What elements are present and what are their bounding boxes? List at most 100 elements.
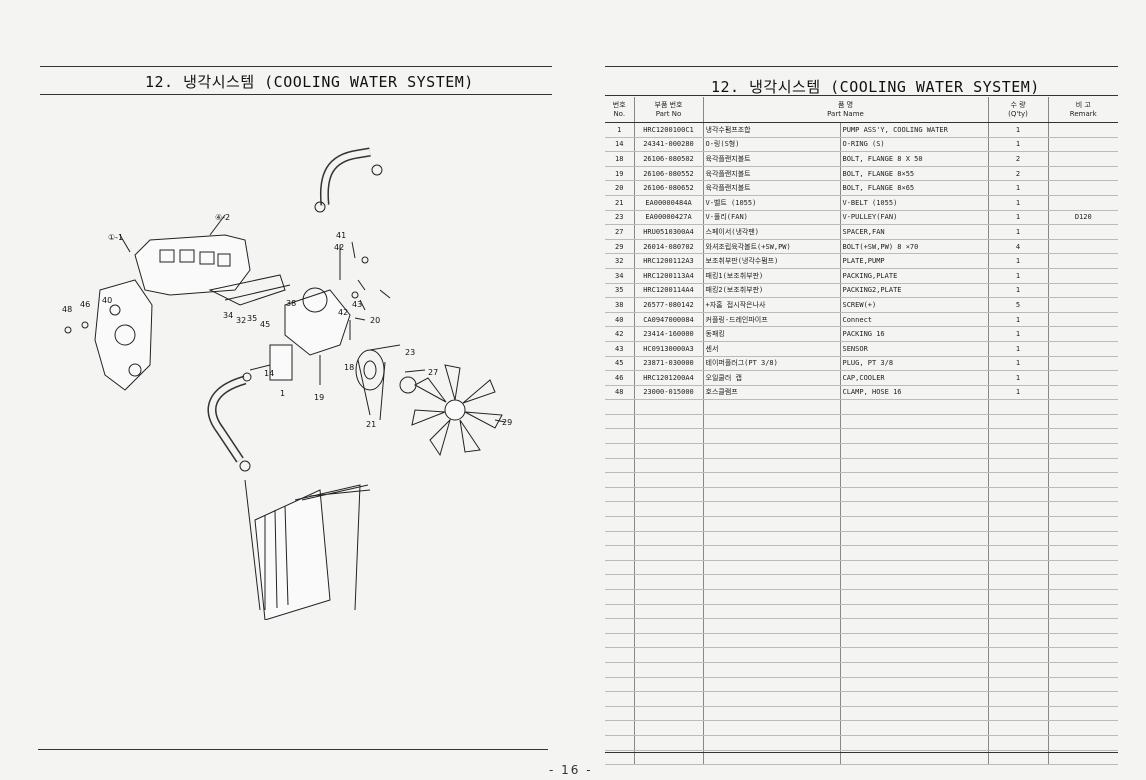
- cell-name-ko: 패킹2(보조취부판): [702, 283, 840, 299]
- empty-table-row: [605, 706, 1118, 722]
- cell-no: 29: [605, 239, 634, 255]
- svg-text:46: 46: [80, 300, 90, 309]
- cell-name-en: SENSOR: [839, 341, 988, 357]
- top-rule: [605, 66, 1118, 67]
- hose-clamp: [371, 164, 383, 176]
- svg-text:①-1: ①-1: [108, 233, 123, 242]
- right-page: 12. 냉각시스템 (COOLING WATER SYSTEM): [573, 0, 1146, 780]
- cell-qty: 1: [987, 283, 1048, 299]
- cell-name-en: V-PULLEY(FAN): [839, 210, 988, 226]
- radiator: [244, 479, 371, 620]
- cell-no: 14: [605, 137, 634, 153]
- empty-table-row: [605, 414, 1118, 430]
- empty-table-row: [605, 428, 1118, 445]
- hose-clamp-small: [81, 321, 89, 329]
- cell-name-ko: O-링(S형): [702, 137, 840, 153]
- cell-no: 23: [605, 210, 634, 226]
- cell-name-en: PLATE,PUMP: [839, 253, 988, 269]
- svg-text:1: 1: [280, 389, 285, 398]
- cell-qty: 1: [987, 370, 1048, 386]
- cell-no: 40: [605, 312, 634, 328]
- pump-plate: [208, 274, 286, 306]
- cell-remark: [1047, 370, 1118, 386]
- cell-name-en: O-RING (S): [839, 137, 988, 153]
- cell-remark: [1047, 253, 1118, 269]
- cell-no: 46: [605, 370, 634, 386]
- cell-remark: [1047, 326, 1118, 342]
- cell-name-ko: 동패킹: [702, 326, 840, 342]
- cell-name-ko: 호스클램프: [702, 385, 840, 401]
- empty-table-row: [605, 472, 1118, 488]
- cell-remark: [1047, 166, 1118, 182]
- cell-name-en: PUMP ASS'Y, COOLING WATER: [839, 122, 988, 138]
- cell-name-ko: 패킹1(보조취부판): [702, 268, 840, 284]
- svg-text:48: 48: [62, 305, 72, 314]
- empty-table-row: [605, 735, 1118, 751]
- empty-table-row: [605, 618, 1118, 634]
- cell-name-ko: 센서: [702, 341, 840, 357]
- cell-no: 35: [605, 283, 634, 299]
- cell-name-en: SCREW(+): [839, 297, 988, 313]
- cell-name-ko: 육각플랜지볼트: [702, 180, 840, 196]
- cell-qty: 1: [987, 326, 1048, 342]
- svg-text:④-2: ④-2: [215, 213, 230, 222]
- cell-no: 21: [605, 195, 634, 211]
- cell-name-en: PACKING2,PLATE: [839, 283, 988, 299]
- bottom-rule: [38, 749, 548, 750]
- cell-qty: 1: [987, 268, 1048, 284]
- cell-qty: 4: [987, 239, 1048, 255]
- cell-name-ko: 와셔조립육각볼트(+SW,PW): [702, 239, 840, 255]
- cell-remark: [1047, 224, 1118, 240]
- cell-name-en: BOLT, FLANGE 8×65: [839, 180, 988, 196]
- page-title: 12. 냉각시스템 (COOLING WATER SYSTEM): [145, 73, 474, 91]
- cell-remark: [1047, 195, 1118, 211]
- front-cover: [94, 279, 153, 391]
- title-underline: [605, 95, 1118, 96]
- empty-table-row: [605, 647, 1118, 663]
- empty-table-row: [605, 399, 1118, 415]
- empty-table-row: [605, 720, 1118, 736]
- cell-part-no: EA00000427A: [633, 210, 703, 226]
- cell-no: 27: [605, 224, 634, 240]
- cell-name-en: PLUG, PT 3/8: [839, 356, 988, 372]
- empty-table-row: [605, 589, 1118, 605]
- cell-name-ko: 보조취부판(냉각수펌프): [702, 253, 840, 269]
- cell-name-ko: 육각플랜지볼트: [702, 151, 840, 167]
- page-title: 12. 냉각시스템 (COOLING WATER SYSTEM): [711, 78, 1040, 96]
- cell-qty: 1: [987, 224, 1048, 240]
- cell-qty: 1: [987, 195, 1048, 211]
- svg-text:42: 42: [334, 243, 344, 252]
- cell-remark: [1047, 239, 1118, 255]
- cell-no: 42: [605, 326, 634, 342]
- cell-part-no: 23414-160000: [633, 326, 703, 342]
- empty-table-row: [605, 458, 1118, 474]
- cell-name-ko: 스페이서(냉각팬): [702, 224, 840, 240]
- cell-name-en: BOLT, FLANGE 8×55: [839, 166, 988, 182]
- cell-part-no: 23871-030000: [633, 356, 703, 372]
- svg-text:14: 14: [264, 369, 274, 378]
- empty-table-row: [605, 501, 1118, 518]
- svg-text:43: 43: [352, 300, 362, 309]
- empty-table-row: [605, 531, 1118, 547]
- empty-table-row: [605, 691, 1118, 707]
- empty-table-row: [605, 443, 1118, 459]
- cell-remark: [1047, 341, 1118, 357]
- bottom-rule: [605, 752, 1118, 753]
- cell-name-en: Connect: [839, 312, 988, 328]
- upper-hose: [319, 147, 371, 206]
- cell-part-no: HRC1201200A4: [633, 370, 703, 386]
- svg-text:40: 40: [102, 296, 112, 305]
- top-rule: [40, 66, 552, 67]
- cell-part-no: HRC1200114A4: [633, 283, 703, 299]
- empty-table-row: [605, 662, 1118, 678]
- cell-name-ko: V-벨트 (1055): [702, 195, 840, 211]
- svg-text:29: 29: [502, 418, 512, 427]
